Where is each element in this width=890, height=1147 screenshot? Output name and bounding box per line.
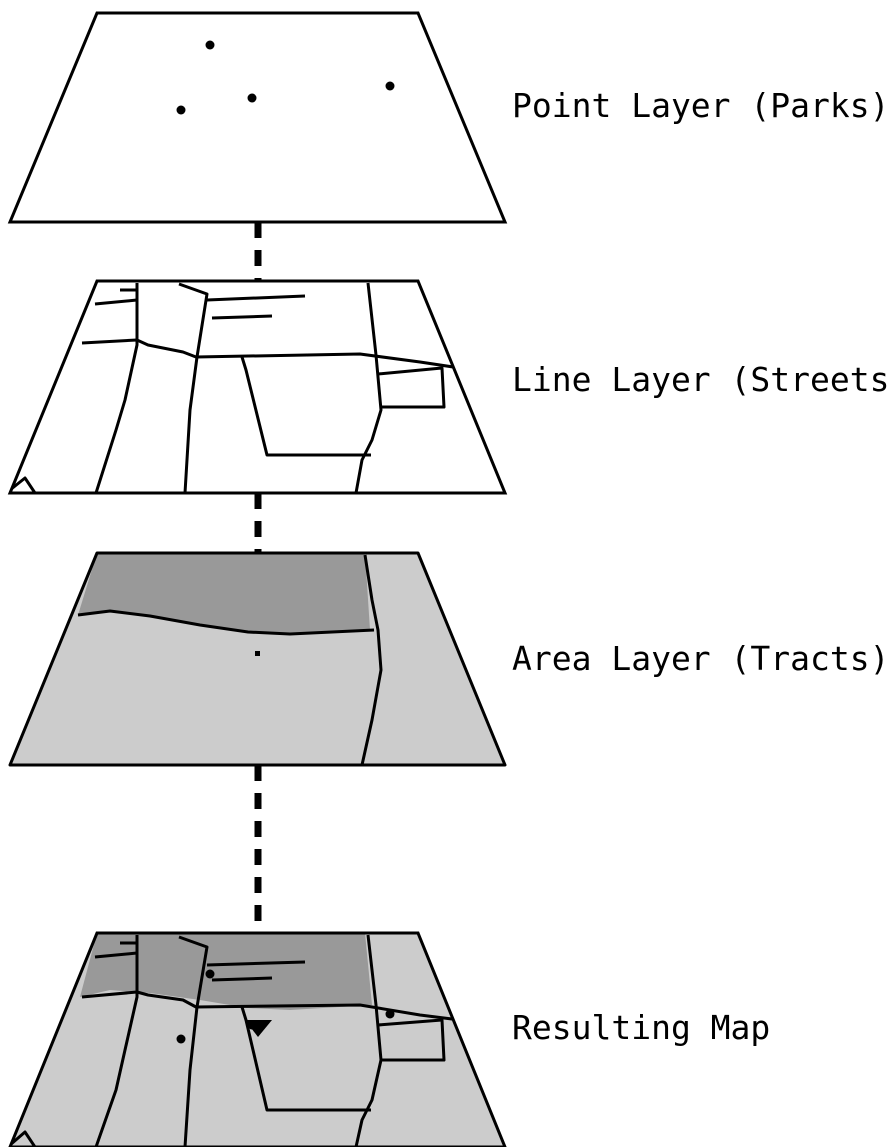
park-point [176,1034,186,1044]
point-layer-plane [7,11,508,224]
point-layer-label: Point Layer (Parks) [512,86,890,125]
street-lines [10,282,461,493]
area-layer-plane [8,551,507,767]
resulting-map-plane [8,931,507,1147]
tract-boundary [77,609,375,636]
park-point [205,969,215,979]
area-layer-label: Area Layer (Tracts) [512,639,890,678]
tract-boundary [360,554,383,766]
park-point [247,93,257,103]
down-arrow-icon [245,1020,272,1037]
park-point [385,1009,395,1019]
park-points [176,40,395,115]
park-point [176,105,186,115]
line-layer-plane [7,279,508,495]
park-point [385,81,395,91]
resulting-park-points [176,969,395,1044]
tract-dark-area [78,553,370,634]
resulting-map-label: Resulting Map [512,1008,770,1047]
line-layer-label: Line Layer (Streets) [512,360,890,399]
park-point [205,40,215,50]
